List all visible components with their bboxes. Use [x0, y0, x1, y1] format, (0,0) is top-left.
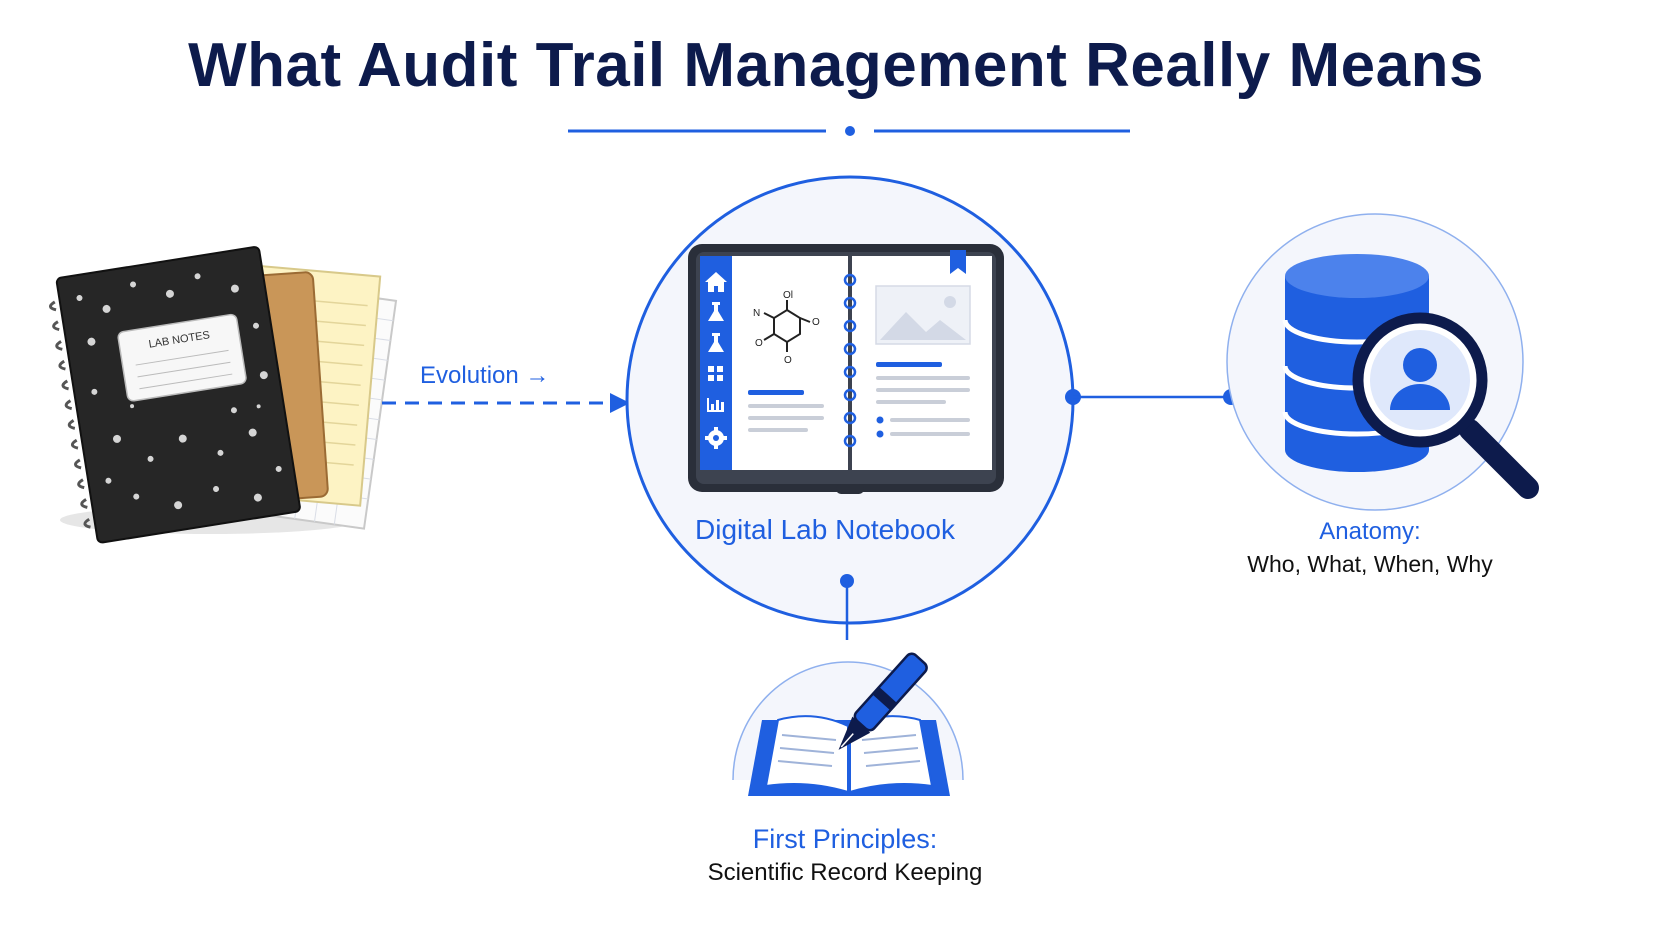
chart-icon[interactable] [707, 398, 724, 412]
bookmark-icon [950, 250, 966, 274]
pen-icon [838, 652, 928, 750]
evolution-connector [382, 393, 630, 413]
atom-label: N [753, 308, 760, 319]
paper-notebooks-illustration: LAB NOTES [49, 246, 398, 544]
anatomy-heading: Anatomy: [1319, 518, 1421, 545]
image-icon [875, 285, 971, 345]
title-divider [568, 126, 1130, 136]
molecule-diagram [763, 300, 811, 352]
evolution-label: Evolution → [420, 362, 550, 389]
grid-icon[interactable] [708, 366, 723, 381]
first-principles-heading: First Principles: [752, 824, 938, 854]
user-icon [1390, 348, 1450, 410]
flask-icon[interactable] [708, 302, 724, 321]
atom-label: O [812, 317, 820, 328]
open-book-icon [748, 715, 950, 796]
digital-lab-notebook-label: Digital Lab Notebook [695, 514, 955, 545]
atom-label: O [784, 355, 792, 366]
atom-label: Ol [783, 290, 793, 301]
atom-label: O [755, 338, 763, 349]
anatomy-subtitle: Who, What, When, Why [1247, 551, 1493, 577]
page-title: What Audit Trail Management Really Means [188, 31, 1484, 100]
home-icon[interactable] [705, 272, 727, 292]
first-principles-subtitle: Scientific Record Keeping [707, 859, 983, 886]
digital-notebook-illustration: Ol N O O O [688, 244, 1004, 494]
principles-connector [840, 574, 854, 640]
anatomy-connector [1065, 389, 1239, 405]
flask-icon[interactable] [708, 333, 724, 352]
